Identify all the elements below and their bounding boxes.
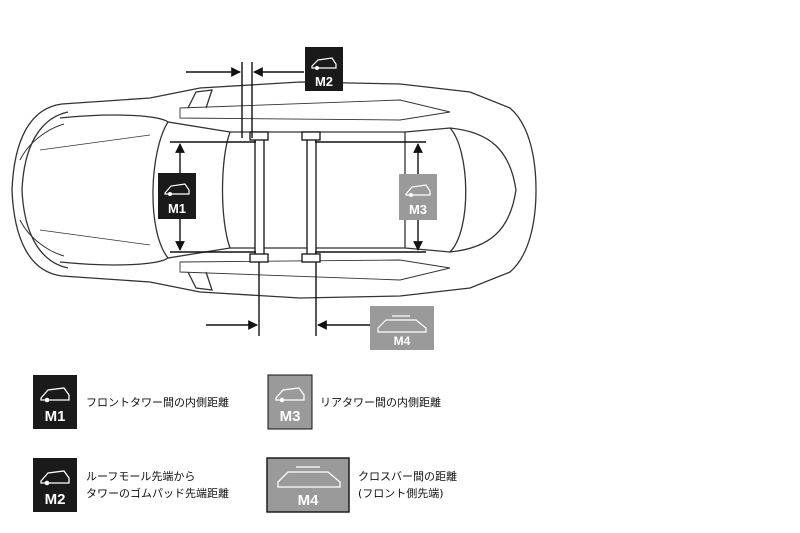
m2-badge-diagram: M2 bbox=[305, 47, 343, 91]
car-side-icon bbox=[40, 387, 70, 401]
car-side-icon bbox=[40, 470, 70, 484]
m3-badge-diagram: M3 bbox=[399, 174, 437, 220]
trunk-lid bbox=[449, 127, 517, 253]
front-tower-top bbox=[249, 131, 269, 141]
m2-description-line1: ルーフモール先端から bbox=[86, 470, 196, 483]
side-window-bottom bbox=[179, 259, 451, 281]
car-side-icon bbox=[311, 57, 337, 69]
rear-tower-top bbox=[301, 131, 321, 141]
dimension-lines bbox=[170, 62, 426, 336]
rear-tower-bottom bbox=[301, 253, 321, 263]
m4-badge-label: M4 bbox=[394, 334, 411, 348]
m1-badge-diagram: M1 bbox=[158, 173, 196, 219]
car-side-icon bbox=[405, 184, 431, 196]
car-body-outline bbox=[11, 81, 537, 299]
legend-m1-badge: M1 bbox=[33, 375, 77, 429]
front-bumper-line bbox=[21, 111, 69, 269]
car-side-icon bbox=[164, 183, 190, 195]
car-side-icon bbox=[377, 319, 427, 333]
legend-m3-badge: M3 bbox=[267, 374, 313, 430]
windshield bbox=[152, 121, 231, 259]
mirror-bottom bbox=[187, 271, 213, 291]
headlights bbox=[19, 123, 65, 257]
car-top-view bbox=[11, 81, 537, 299]
legend-m3-text: リアタワー間の内側距離 bbox=[320, 394, 441, 411]
m1-badge-label: M1 bbox=[168, 201, 186, 216]
car-side-icon bbox=[277, 471, 341, 488]
rear-window bbox=[404, 127, 467, 253]
m2-badge-label: M2 bbox=[315, 74, 333, 89]
side-window-top bbox=[179, 99, 451, 121]
roof-rack bbox=[249, 131, 321, 263]
front-tower-bottom bbox=[249, 253, 269, 263]
m3-description: リアタワー間の内側距離 bbox=[320, 396, 441, 409]
svg-text:M2: M2 bbox=[45, 491, 66, 508]
svg-text:M1: M1 bbox=[45, 408, 66, 425]
legend-m1-text: フロントタワー間の内側距離 bbox=[86, 394, 229, 411]
hood-line-bottom bbox=[59, 257, 169, 266]
rear-crossbar bbox=[306, 137, 317, 259]
mirror-top bbox=[187, 89, 213, 109]
m4-badge-diagram: M4 bbox=[370, 306, 434, 350]
m3-badge-label: M3 bbox=[409, 202, 427, 217]
m4-description-line1: クロスバー間の距離 bbox=[358, 470, 457, 483]
svg-text:M4: M4 bbox=[298, 492, 319, 509]
legend-m4-text: クロスバー間の距離 (フロント側先端) bbox=[358, 468, 457, 502]
legend-m2-badge: M2 bbox=[33, 458, 77, 512]
m1-description: フロントタワー間の内側距離 bbox=[86, 396, 229, 409]
hood-line-top bbox=[59, 114, 169, 123]
legend-m4-badge: M4 bbox=[266, 457, 350, 513]
front-crossbar bbox=[254, 137, 265, 259]
hood-creases bbox=[39, 134, 151, 246]
car-side-icon bbox=[275, 387, 305, 401]
m2-description-line2: タワーのゴムパッド先端距離 bbox=[86, 487, 229, 500]
m4-description-line2: (フロント側先端) bbox=[358, 487, 444, 500]
legend-m2-text: ルーフモール先端から タワーのゴムパッド先端距離 bbox=[86, 468, 229, 502]
svg-text:M3: M3 bbox=[280, 408, 301, 425]
